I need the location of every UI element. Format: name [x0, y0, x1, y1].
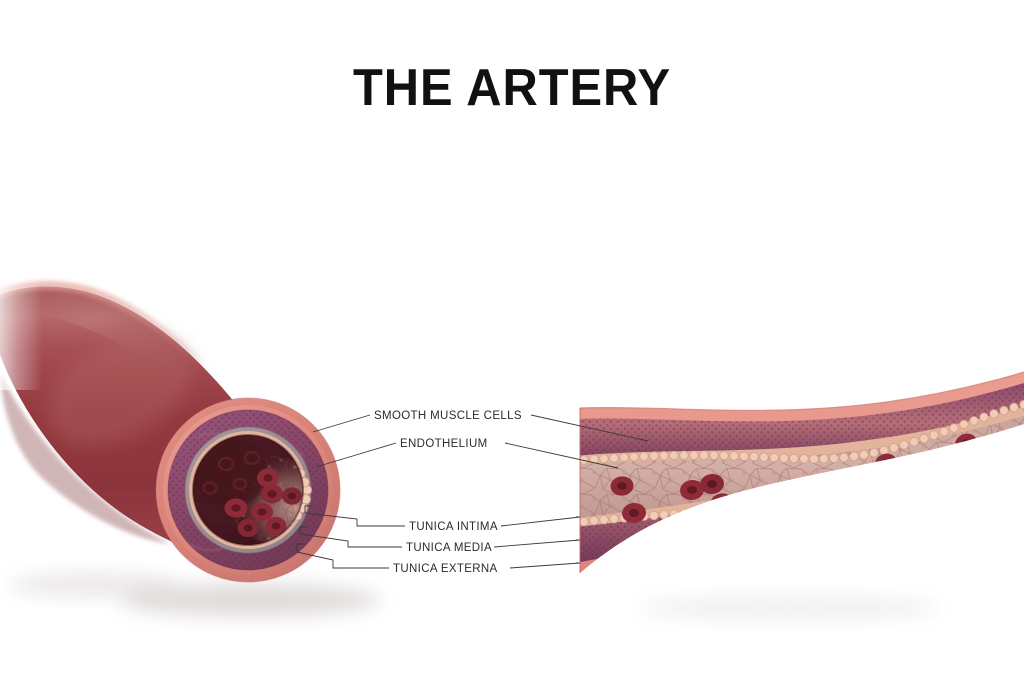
leader-smooth-muscle-left [312, 414, 371, 433]
leader-lines [296, 414, 649, 569]
leader-tunica-intima-right [500, 516, 581, 527]
leader-tunica-intima-left [304, 512, 405, 527]
drop-shadows [10, 573, 940, 620]
leader-tunica-media-right [493, 539, 581, 548]
artery-cross-section [155, 397, 341, 583]
label-endothelium: ENDOTHELIUM [400, 438, 488, 450]
label-tunica-externa: TUNICA EXTERNA [393, 563, 498, 575]
label-tunica-intima: TUNICA INTIMA [409, 521, 498, 533]
label-smooth-muscle-cells: SMOOTH MUSCLE CELLS [374, 410, 522, 422]
label-tunica-media: TUNICA MEDIA [406, 542, 492, 554]
long-endothelium-top [580, 399, 1024, 465]
leader-tunica-media-left [299, 533, 402, 548]
leader-endothelium-right [504, 442, 619, 469]
leader-smooth-muscle-right [530, 414, 649, 442]
leader-tunica-externa-left [296, 551, 389, 569]
leader-endothelium-left [315, 442, 397, 468]
artery-longitudinal-section [579, 371, 1024, 573]
page-title: THE ARTERY [352, 59, 672, 117]
red-blood-cells [224, 468, 302, 537]
leader-tunica-externa-right [509, 562, 581, 569]
